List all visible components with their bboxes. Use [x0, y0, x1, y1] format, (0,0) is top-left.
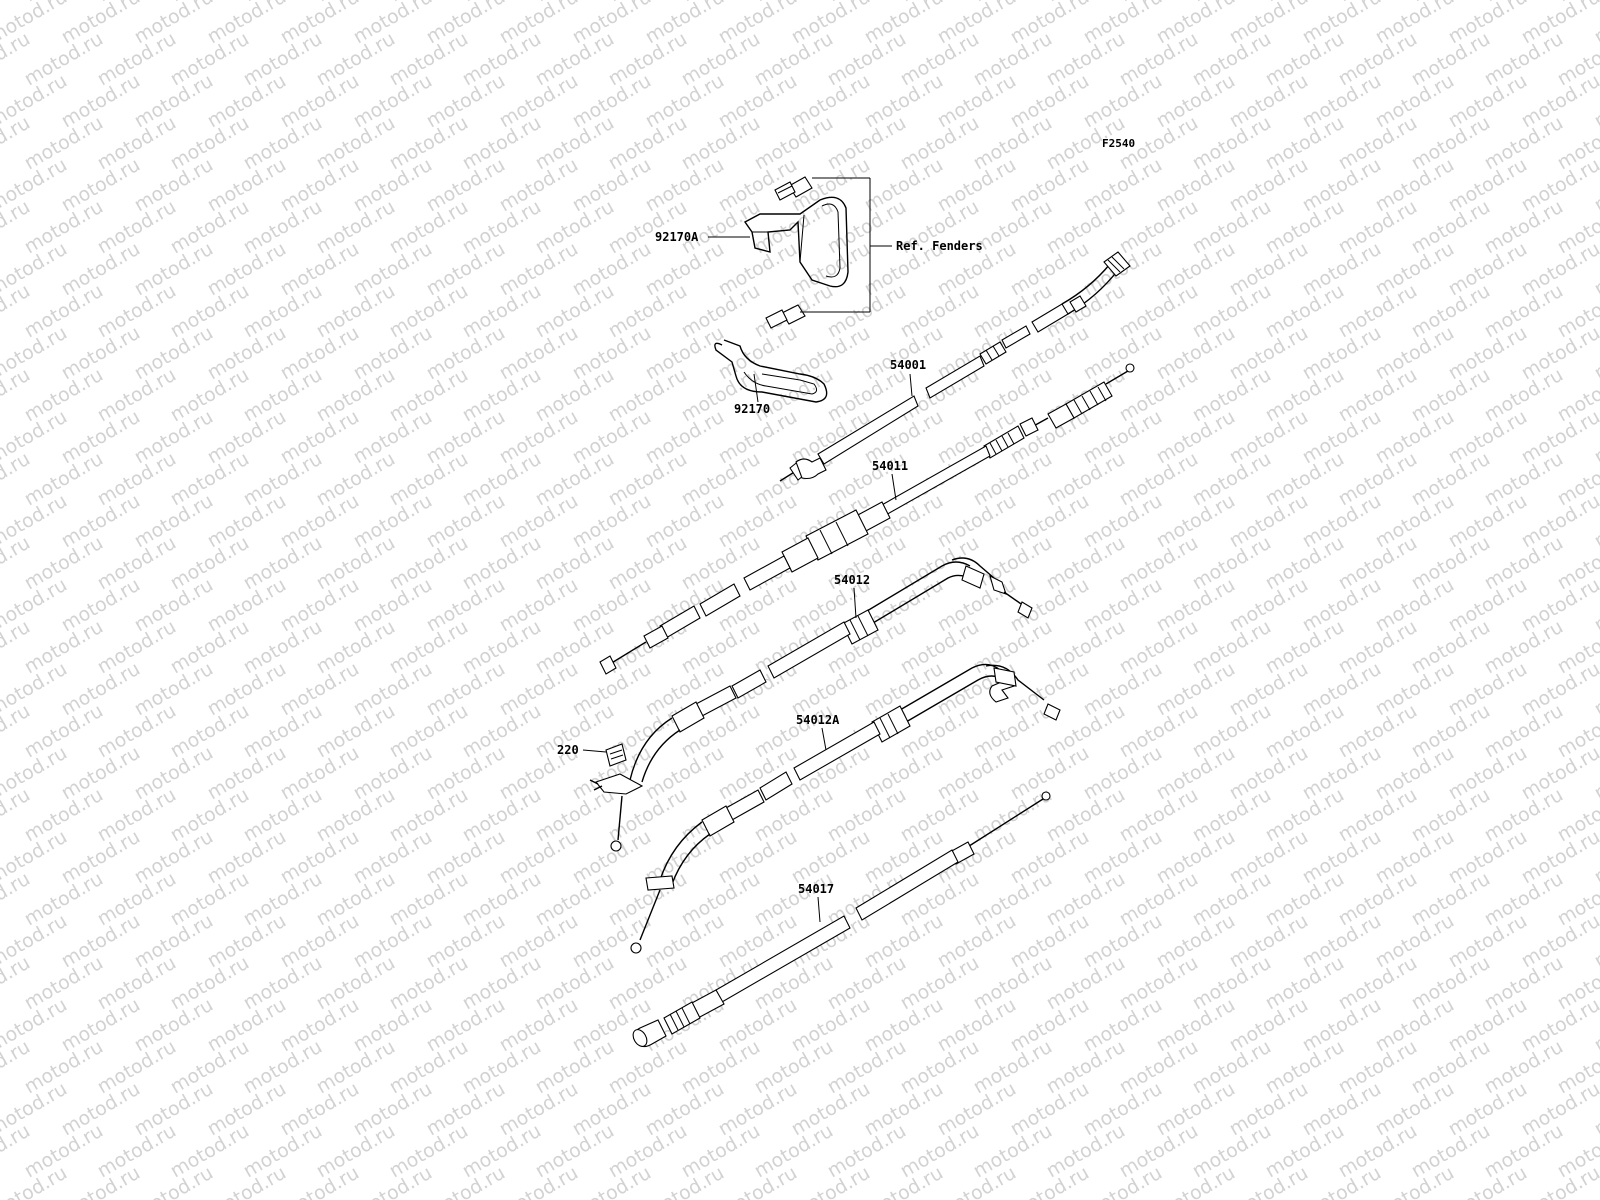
bolt-lower: [765, 304, 806, 329]
label-220: 220: [557, 743, 607, 757]
label-92170-text: 92170: [734, 402, 770, 416]
bolt-upper: [774, 176, 813, 201]
label-54012a: 54012A: [796, 713, 840, 751]
label-92170a: 92170A: [655, 230, 750, 244]
label-54012-text: 54012: [834, 573, 870, 587]
figure-code: F2540: [1102, 137, 1135, 150]
label-54017-text: 54017: [798, 882, 834, 896]
screw-220[interactable]: [605, 743, 627, 767]
label-54017: 54017: [798, 882, 834, 923]
label-54001-text: 54001: [890, 358, 926, 372]
label-54001: 54001: [890, 358, 926, 397]
cable-54012[interactable]: [589, 557, 1033, 852]
bracket-92170[interactable]: [714, 304, 828, 403]
label-54011-text: 54011: [872, 459, 908, 473]
label-220-text: 220: [557, 743, 579, 757]
label-54012a-text: 54012A: [796, 713, 840, 727]
cable-54017[interactable]: [630, 791, 1051, 1049]
ref-fenders-text: Ref. Fenders: [896, 239, 983, 253]
bracket-92170a[interactable]: [743, 176, 849, 288]
label-92170a-text: 92170A: [655, 230, 699, 244]
